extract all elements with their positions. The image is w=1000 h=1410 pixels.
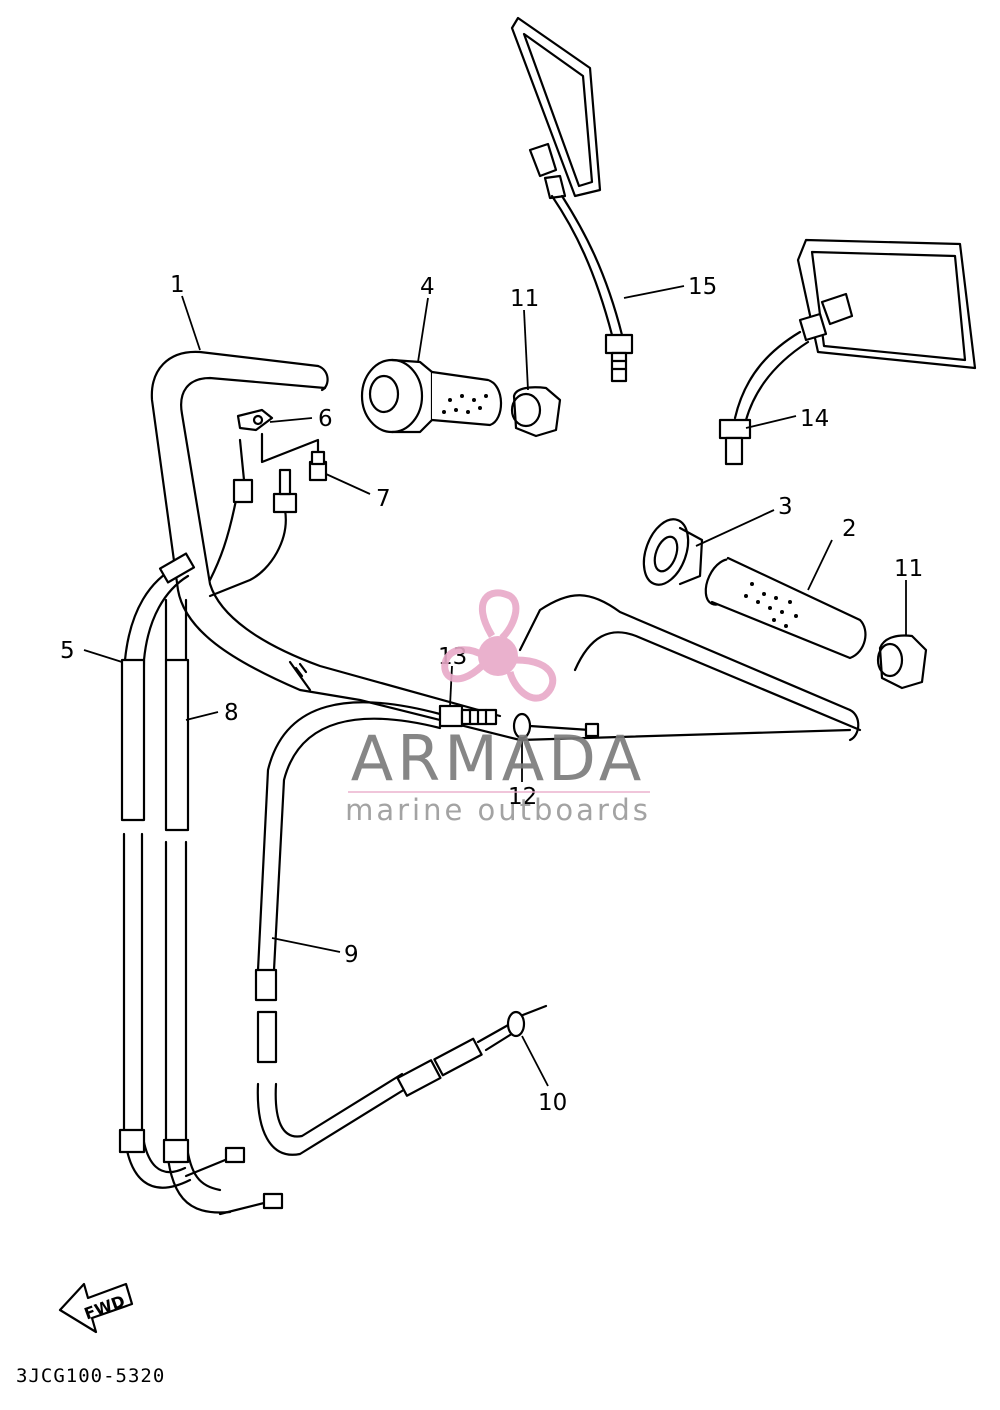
watermark: ARMADA marine outboards [345, 589, 651, 827]
callout-6: 6 [318, 406, 333, 432]
callout-3: 3 [778, 494, 793, 520]
callout-11-upper: 11 [510, 286, 539, 312]
locknut[interactable] [512, 712, 600, 740]
cable-holder[interactable] [236, 408, 320, 464]
mirror-left[interactable] [510, 16, 634, 383]
throttle-cable-grommet [158, 552, 196, 584]
part-code: 3JCG100-5320 [16, 1365, 165, 1387]
grip-end-upper[interactable] [510, 386, 562, 438]
throttle-cable-1[interactable] [118, 438, 254, 1189]
callout-7: 7 [376, 486, 391, 512]
grip-end-right[interactable] [876, 634, 928, 690]
throttle-grip[interactable] [360, 358, 503, 434]
callout-1: 1 [170, 272, 185, 298]
callout-10: 10 [538, 1090, 567, 1116]
fwd-arrow-icon [58, 1282, 134, 1334]
leader-lines [83, 285, 907, 1087]
watermark-tagline: marine outboards [345, 793, 651, 827]
propeller-logo-icon [441, 589, 557, 702]
callout-2: 2 [842, 516, 857, 542]
clutch-cable[interactable] [254, 701, 548, 1156]
adjuster-nut[interactable] [506, 1010, 526, 1038]
callout-15: 15 [688, 274, 717, 300]
callout-12: 12 [508, 784, 537, 810]
callout-numbers: 1 2 3 4 5 6 7 8 9 10 11 11 12 13 14 15 [60, 272, 923, 1116]
throttle-grip-texture [442, 394, 488, 414]
grip-texture [744, 582, 798, 628]
callout-4: 4 [420, 274, 435, 300]
grip-collar[interactable] [636, 513, 704, 591]
throttle-cable-2[interactable] [162, 468, 298, 1216]
callout-14: 14 [800, 406, 829, 432]
screw[interactable] [308, 450, 328, 482]
handlebar[interactable] [150, 350, 862, 742]
callout-8: 8 [224, 700, 239, 726]
mirror-right[interactable] [718, 238, 977, 466]
cable-adjuster[interactable] [438, 704, 498, 728]
watermark-brand: ARMADA [351, 722, 645, 795]
grip[interactable] [699, 554, 867, 660]
callout-11-right: 11 [894, 556, 923, 582]
callout-5: 5 [60, 638, 75, 664]
callout-9: 9 [344, 942, 359, 968]
